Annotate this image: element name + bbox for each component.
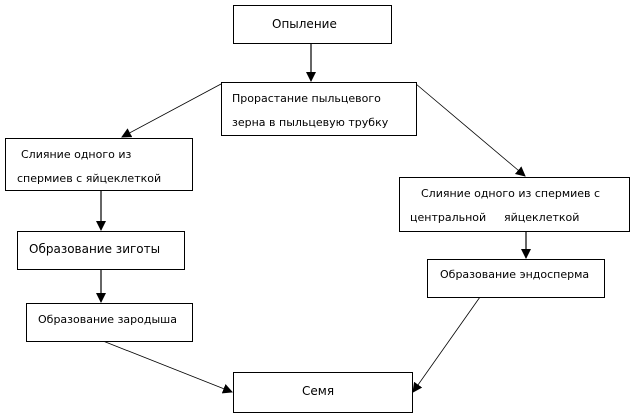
arrow-germination-to-fusion-egg — [121, 83, 222, 138]
node-fusion-central-line2a: центральной — [410, 211, 487, 224]
arrow-germination-to-fusion-central — [415, 83, 526, 177]
node-germination-line1: Прорастание пыльцевого — [232, 92, 381, 105]
arrow-endosperm-to-seed — [412, 296, 481, 393]
node-seed-label: Семя — [302, 384, 335, 398]
node-pollination: Опыление — [233, 5, 392, 44]
node-fusion-central-line1: Слияние одного из спермиев с — [421, 187, 601, 200]
node-fusion-egg-line2: спермиев с яйцеклеткой — [17, 172, 162, 185]
node-embryo-label: Образование зародыша — [38, 313, 177, 326]
node-fusion-central: Слияние одного из спермиев с центральной… — [399, 177, 630, 232]
node-germination-line2: зерна в пыльцевую трубку — [232, 116, 389, 129]
node-fusion-egg: Слияние одного из спермиев с яйцеклеткой — [5, 138, 193, 191]
node-fusion-egg-line1: Слияние одного из — [21, 148, 132, 161]
node-endosperm: Образование эндосперма — [427, 259, 605, 298]
node-zygote: Образование зиготы — [17, 231, 185, 270]
node-fusion-central-line2b: яйцеклеткой — [504, 211, 580, 224]
node-embryo: Образование зародыша — [26, 303, 193, 342]
node-zygote-label: Образование зиготы — [29, 242, 161, 256]
arrow-embryo-to-seed — [102, 340, 233, 394]
node-seed: Семя — [233, 372, 413, 413]
node-pollination-label: Опыление — [272, 17, 337, 31]
node-endosperm-label: Образование эндосперма — [440, 268, 590, 281]
node-germination: Прорастание пыльцевого зерна в пыльцевую… — [221, 82, 417, 136]
